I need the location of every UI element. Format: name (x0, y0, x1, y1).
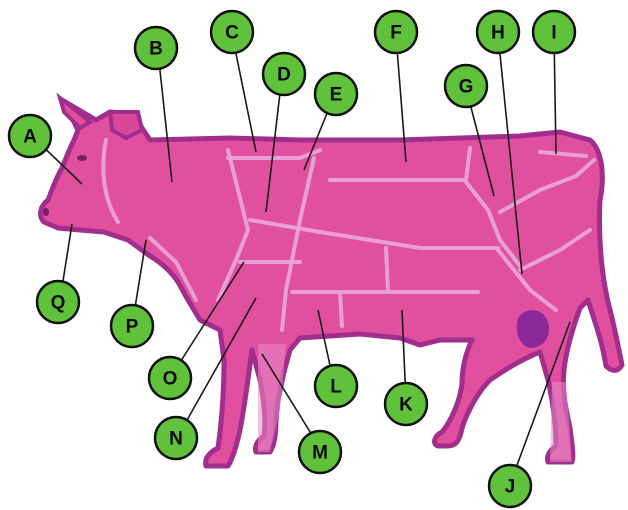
label-B-text: B (149, 39, 163, 60)
label-D: D (263, 53, 305, 95)
label-K: K (385, 383, 427, 425)
label-L: L (315, 365, 357, 407)
label-H: H (477, 11, 519, 53)
label-J-text: J (505, 477, 516, 498)
cow-silhouette (41, 100, 622, 466)
cut-line-flank-v1 (386, 248, 388, 292)
label-K-text: K (399, 395, 413, 416)
label-A-text: A (23, 127, 37, 148)
label-C-text: C (225, 23, 239, 44)
label-L-text: L (330, 377, 342, 398)
label-P: P (111, 305, 153, 347)
cut-line-flank-v2 (340, 292, 342, 326)
label-P-text: P (126, 317, 139, 338)
label-J: J (489, 465, 531, 507)
fore-leg-shade (258, 344, 286, 452)
label-N: N (155, 417, 197, 459)
label-D-text: D (277, 65, 291, 86)
label-I-text: I (551, 23, 556, 44)
label-O-text: O (163, 369, 178, 390)
label-M-text: M (312, 443, 328, 464)
hind-leg-shade (550, 382, 572, 462)
label-N-text: N (169, 429, 183, 450)
label-G-text: G (459, 77, 474, 98)
label-I: I (533, 11, 575, 53)
label-G: G (445, 65, 487, 107)
label-E-text: E (330, 85, 343, 106)
label-F-text: F (390, 23, 402, 44)
label-H-text: H (491, 23, 505, 44)
label-Q-text: Q (51, 293, 66, 314)
nostril (43, 208, 49, 216)
label-A: A (9, 115, 51, 157)
label-O: O (149, 357, 191, 399)
label-F: F (375, 11, 417, 53)
label-Q: Q (37, 281, 79, 323)
label-C: C (211, 11, 253, 53)
label-M: M (299, 431, 341, 473)
eye (77, 155, 87, 161)
label-B: B (135, 27, 177, 69)
label-E: E (315, 73, 357, 115)
cow-body (41, 98, 622, 466)
